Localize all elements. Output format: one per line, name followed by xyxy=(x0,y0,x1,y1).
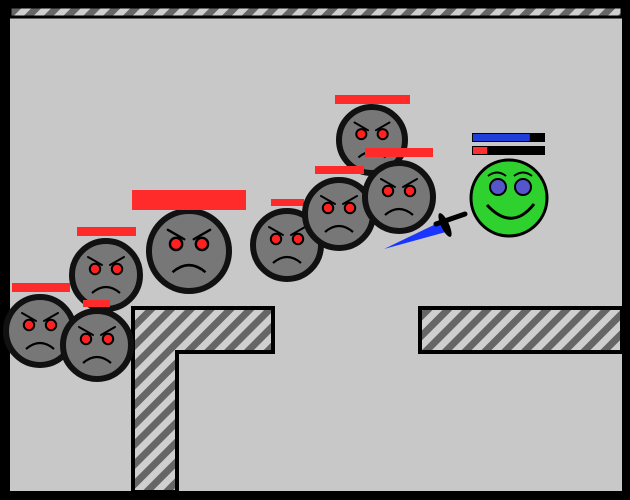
enemy-health-bar xyxy=(335,95,410,104)
sword-blade xyxy=(384,222,446,249)
angry-face-icon xyxy=(362,160,436,234)
enemy[interactable] xyxy=(60,300,134,382)
angry-face-icon xyxy=(60,308,134,382)
enemy-health-bar xyxy=(77,227,136,236)
player-smile xyxy=(485,203,536,220)
enemies-layer xyxy=(3,95,436,382)
enemy-frown xyxy=(324,224,354,233)
enemy-health-bar xyxy=(315,166,364,174)
angry-face-icon xyxy=(69,238,143,312)
enemy-frown xyxy=(384,207,414,216)
angry-face-icon xyxy=(146,208,232,294)
sword-icon[interactable] xyxy=(384,211,468,249)
enemy-frown xyxy=(171,263,207,274)
enemy-frown xyxy=(25,341,55,350)
enemy-health-bar xyxy=(83,300,110,307)
enemy[interactable] xyxy=(132,190,246,294)
top-wall xyxy=(8,5,624,19)
sword-guard xyxy=(438,213,452,237)
enemy-frown xyxy=(82,355,112,364)
l-shaped-wall xyxy=(131,306,275,494)
player-health-bar-track xyxy=(472,146,545,155)
enemy[interactable] xyxy=(69,227,143,312)
player-health-bar xyxy=(473,147,488,154)
enemy[interactable] xyxy=(362,148,436,234)
right-ledge-wall xyxy=(418,306,624,354)
enemy-frown xyxy=(272,255,302,264)
enemy-frown xyxy=(91,285,121,294)
enemy-health-bar xyxy=(12,283,70,292)
smiley-face-icon xyxy=(469,158,549,238)
player-right-eye xyxy=(514,178,532,196)
player-mana-bar xyxy=(473,134,530,141)
enemy-health-bar xyxy=(365,148,433,157)
player[interactable] xyxy=(469,133,549,238)
enemy-health-bar xyxy=(271,199,304,206)
angry-face-icon xyxy=(250,208,324,282)
enemy-health-bar xyxy=(132,190,246,210)
player-left-eye xyxy=(489,178,507,196)
enemy[interactable] xyxy=(250,199,324,282)
